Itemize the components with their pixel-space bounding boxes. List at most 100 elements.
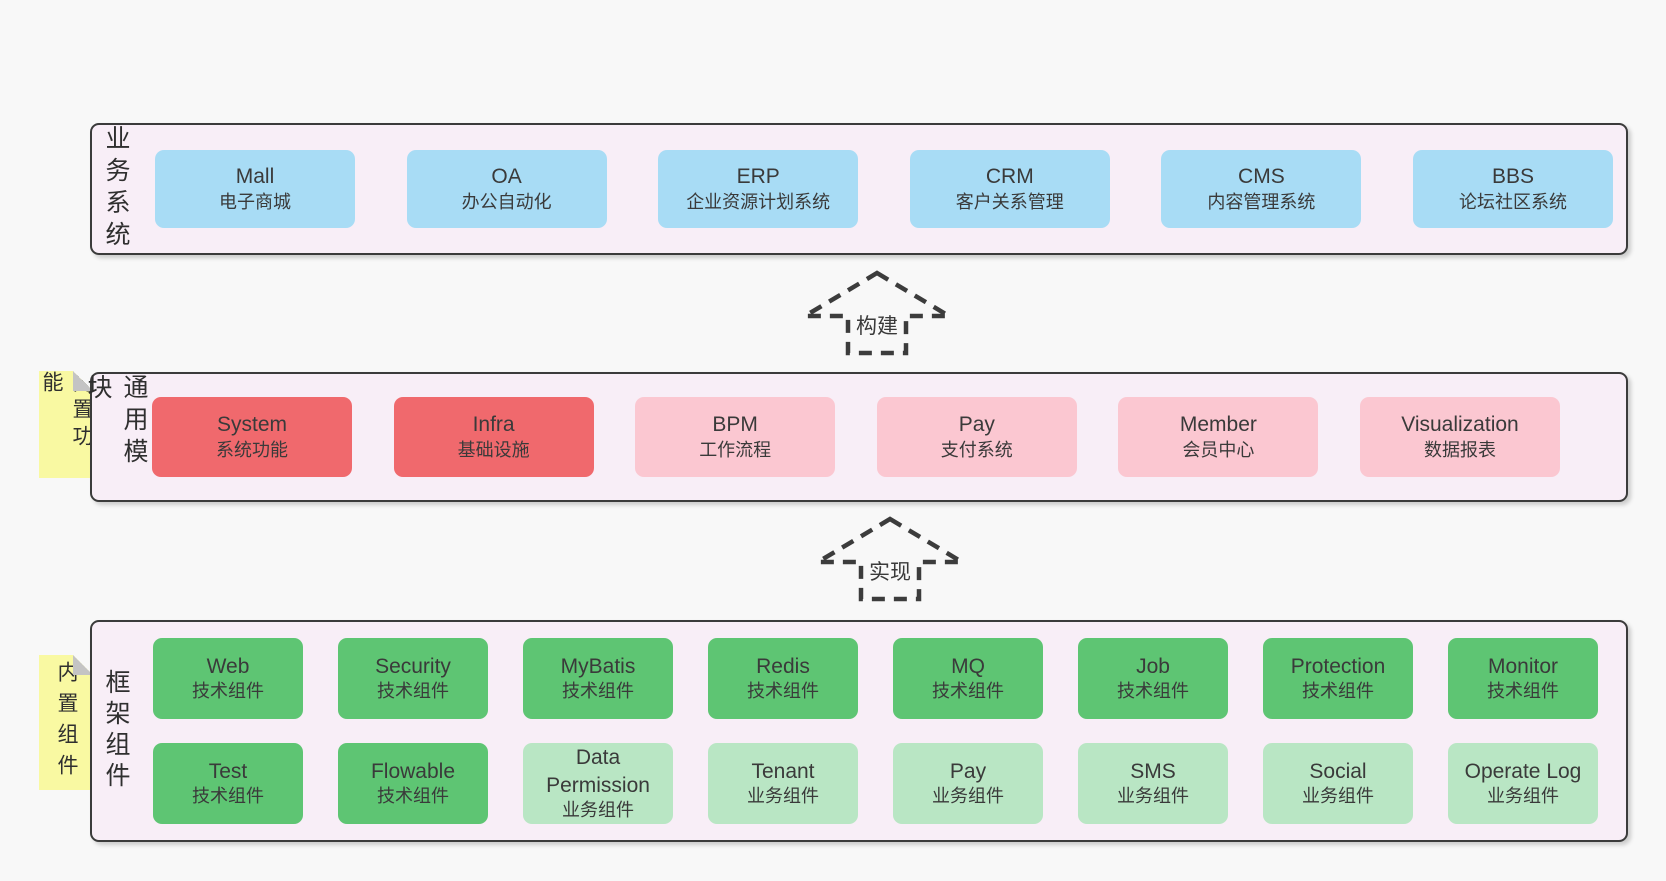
component-box-pay: Pay 业务组件 xyxy=(893,743,1043,824)
tag-text: 内置功能 xyxy=(40,371,93,452)
box-name: Data Permission xyxy=(546,745,650,797)
module-box-infra: Infra 基础设施 xyxy=(393,397,594,477)
business-systems-layer: 业务系统 Mall 电子商城 OA 办公自动化 ERP 企业资源计划系统 CRM… xyxy=(90,123,1628,255)
layer-label-text: 框架组件 xyxy=(102,669,130,793)
builtin-components-tag: 内置组件 xyxy=(39,655,93,790)
component-box-social: Social 业务组件 xyxy=(1263,743,1413,824)
layer-label-text: 通用模块 xyxy=(84,374,148,470)
layer-label-business: 业务系统 xyxy=(92,125,140,253)
box-subtitle: 基础设施 xyxy=(457,439,530,460)
box-name: CMS xyxy=(1238,165,1285,189)
module-box-bpm: BPM 工作流程 xyxy=(635,397,836,477)
box-subtitle: 技术组件 xyxy=(747,681,819,702)
box-name: Infra xyxy=(472,413,515,437)
box-subtitle: 业务组件 xyxy=(932,786,1004,807)
business-box-oa: OA 办公自动化 xyxy=(406,150,607,228)
layer-label-modules: 通用模块 xyxy=(84,374,148,500)
build-arrow-label: 构建 xyxy=(853,310,901,340)
component-box-web: Web 技术组件 xyxy=(153,638,303,719)
box-name: System xyxy=(216,413,287,437)
box-name: Pay xyxy=(949,759,987,783)
box-subtitle: 技术组件 xyxy=(932,681,1004,702)
component-box-protection: Protection 技术组件 xyxy=(1263,638,1413,719)
component-box-data-permission: Data Permission 业务组件 xyxy=(523,743,673,824)
box-subtitle: 技术组件 xyxy=(377,786,449,807)
box-subtitle: 业务组件 xyxy=(1487,786,1559,807)
box-name: Member xyxy=(1179,413,1257,437)
component-box-tenant: Tenant 业务组件 xyxy=(708,743,858,824)
layer-label-text: 业务系统 xyxy=(102,125,130,253)
box-name: MyBatis xyxy=(560,654,636,678)
box-name: Redis xyxy=(756,654,810,678)
box-subtitle: 技术组件 xyxy=(192,681,264,702)
tag-text: 内置组件 xyxy=(55,660,78,785)
components-row-1: Web 技术组件 Security 技术组件 MyBatis 技术组件 Redi… xyxy=(153,638,1598,719)
box-name: Web xyxy=(206,654,250,678)
box-subtitle: 技术组件 xyxy=(1487,681,1559,702)
box-subtitle: 技术组件 xyxy=(377,681,449,702)
component-box-security: Security 技术组件 xyxy=(338,638,488,719)
box-name: Job xyxy=(1136,654,1170,678)
box-name: Operate Log xyxy=(1464,759,1582,783)
box-name: Tenant xyxy=(751,759,815,783)
implement-arrow: 实现 xyxy=(815,516,965,602)
component-box-flowable: Flowable 技术组件 xyxy=(338,743,488,824)
component-box-mybatis: MyBatis 技术组件 xyxy=(523,638,673,719)
module-box-system: System 系统功能 xyxy=(152,397,352,477)
business-systems-row: Mall 电子商城 OA 办公自动化 ERP 企业资源计划系统 CRM 客户关系… xyxy=(140,125,1626,253)
box-subtitle: 系统功能 xyxy=(216,439,288,460)
component-box-monitor: Monitor 技术组件 xyxy=(1448,638,1598,719)
box-name: Flowable xyxy=(370,759,456,783)
component-box-redis: Redis 技术组件 xyxy=(708,638,858,719)
component-box-test: Test 技术组件 xyxy=(153,743,303,824)
box-subtitle: 技术组件 xyxy=(1302,681,1374,702)
module-box-visualization: Visualization 数据报表 xyxy=(1359,397,1560,477)
implement-arrow-label: 实现 xyxy=(866,556,914,586)
module-box-member: Member 会员中心 xyxy=(1118,397,1319,477)
box-subtitle: 支付系统 xyxy=(940,439,1013,460)
box-subtitle: 会员中心 xyxy=(1182,439,1255,460)
common-modules-layer: 通用模块 System 系统功能 Infra 基础设施 BPM 工作流程 Pay… xyxy=(84,372,1628,502)
box-name: Monitor xyxy=(1487,654,1559,678)
framework-components-layer: 框架组件 Web 技术组件 Security 技术组件 MyBatis 技术组件… xyxy=(90,620,1628,842)
framework-components-grid: Web 技术组件 Security 技术组件 MyBatis 技术组件 Redi… xyxy=(140,622,1626,840)
box-name: ERP xyxy=(736,165,780,189)
layer-label-components: 框架组件 xyxy=(92,622,140,840)
components-row-2: Test 技术组件 Flowable 技术组件 Data Permission … xyxy=(153,743,1598,824)
box-name: BBS xyxy=(1491,165,1534,189)
box-subtitle: 企业资源计划系统 xyxy=(686,191,831,212)
box-name: Protection xyxy=(1290,654,1386,678)
box-subtitle: 业务组件 xyxy=(562,800,634,821)
box-subtitle: 电子商城 xyxy=(219,191,291,212)
box-name: OA xyxy=(491,165,522,189)
business-box-bbs: BBS 论坛社区系统 xyxy=(1412,150,1613,228)
builtin-functions-tag: 内置功能 xyxy=(39,371,93,478)
box-subtitle: 业务组件 xyxy=(747,786,819,807)
box-subtitle: 客户关系管理 xyxy=(955,191,1064,212)
box-name: Test xyxy=(208,759,248,783)
module-box-pay: Pay 支付系统 xyxy=(876,397,1077,477)
component-box-job: Job 技术组件 xyxy=(1078,638,1228,719)
box-subtitle: 技术组件 xyxy=(192,786,264,807)
common-modules-row: System 系统功能 Infra 基础设施 BPM 工作流程 Pay 支付系统… xyxy=(140,374,1626,500)
box-name: CRM xyxy=(985,165,1034,189)
box-name: BPM xyxy=(712,413,758,437)
component-box-operate-log: Operate Log 业务组件 xyxy=(1448,743,1598,824)
box-name: Security xyxy=(375,654,451,678)
box-name: SMS xyxy=(1130,759,1176,783)
business-box-crm: CRM 客户关系管理 xyxy=(909,150,1110,228)
box-subtitle: 业务组件 xyxy=(1302,786,1374,807)
component-box-sms: SMS 业务组件 xyxy=(1078,743,1228,824)
box-subtitle: 技术组件 xyxy=(562,681,634,702)
box-name: Mall xyxy=(235,165,275,189)
box-subtitle: 论坛社区系统 xyxy=(1458,191,1567,212)
box-subtitle: 业务组件 xyxy=(1117,786,1189,807)
box-subtitle: 数据报表 xyxy=(1423,439,1496,460)
box-name: Social xyxy=(1309,759,1367,783)
box-name: Visualization xyxy=(1401,413,1519,437)
box-subtitle: 工作流程 xyxy=(699,439,772,460)
business-box-cms: CMS 内容管理系统 xyxy=(1161,150,1362,228)
box-subtitle: 办公自动化 xyxy=(461,191,552,212)
business-box-erp: ERP 企业资源计划系统 xyxy=(658,150,859,228)
box-name: Pay xyxy=(958,413,995,437)
